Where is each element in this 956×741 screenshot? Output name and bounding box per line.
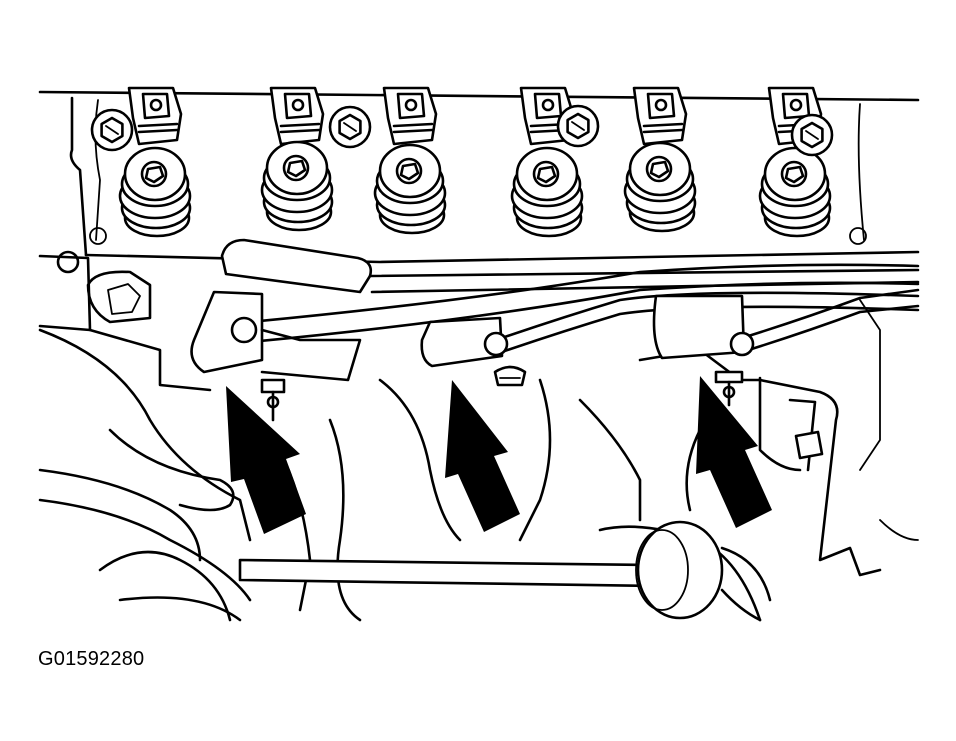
rocker-bolt-1 xyxy=(90,108,134,152)
rocker-bolt-4 xyxy=(790,113,834,157)
fuel-line-fitting-2 xyxy=(420,316,509,368)
rocker-bolt-2 xyxy=(328,105,372,149)
injector-6 xyxy=(758,86,832,238)
injector-2 xyxy=(260,86,334,232)
injector-1 xyxy=(118,86,192,238)
callout-arrow-3 xyxy=(696,376,772,528)
fuel-line-fitting-1 xyxy=(190,290,362,382)
callout-arrow-2 xyxy=(445,380,520,532)
injector-row xyxy=(118,86,832,238)
rocker-bolt-3 xyxy=(556,104,600,148)
callout-arrow-1 xyxy=(226,386,306,534)
figure-id-label: G01592280 xyxy=(38,648,145,670)
fuel-lines xyxy=(248,263,920,356)
injector-3 xyxy=(373,86,447,235)
injector-5 xyxy=(623,86,697,233)
engine-block xyxy=(38,250,919,622)
rocker-bolt-row xyxy=(90,104,834,157)
fuel-line-fitting-3 xyxy=(652,294,755,360)
injector-4 xyxy=(510,86,584,238)
